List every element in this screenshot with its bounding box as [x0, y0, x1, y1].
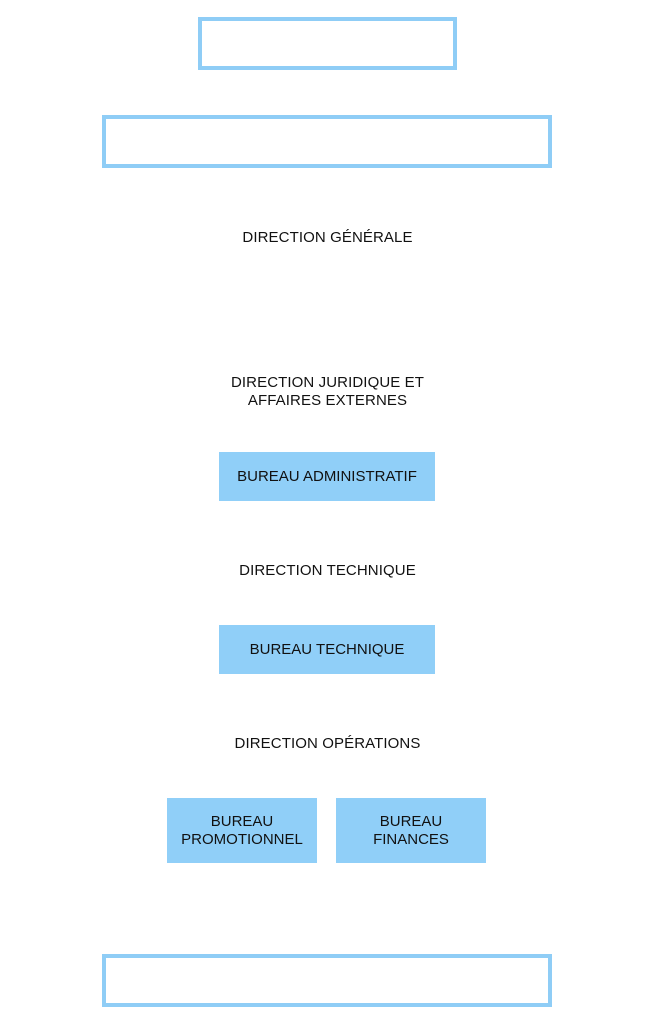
- direction-technique-label: DIRECTION TECHNIQUE: [239, 562, 416, 579]
- bottom-empty-box: [102, 954, 552, 1007]
- bureau-finances-label: BUREAU FINANCES: [373, 812, 449, 848]
- second-empty-box: [102, 115, 552, 168]
- bureau-technique-box: BUREAU TECHNIQUE: [219, 625, 435, 674]
- direction-generale-label: DIRECTION GÉNÉRALE: [242, 229, 413, 246]
- bureau-finances-box: BUREAU FINANCES: [336, 798, 486, 863]
- bureau-promotionnel-label: BUREAU PROMOTIONNEL: [181, 812, 303, 848]
- direction-juridique-label: DIRECTION JURIDIQUE ET AFFAIRES EXTERNES: [230, 374, 425, 409]
- bureau-promotionnel-box: BUREAU PROMOTIONNEL: [167, 798, 317, 863]
- bureau-technique-label: BUREAU TECHNIQUE: [249, 640, 405, 658]
- top-empty-box: [198, 17, 457, 70]
- bureau-administratif-box: BUREAU ADMINISTRATIF: [219, 452, 435, 501]
- bureau-administratif-label: BUREAU ADMINISTRATIF: [237, 467, 417, 485]
- direction-operations-label: DIRECTION OPÉRATIONS: [234, 735, 421, 752]
